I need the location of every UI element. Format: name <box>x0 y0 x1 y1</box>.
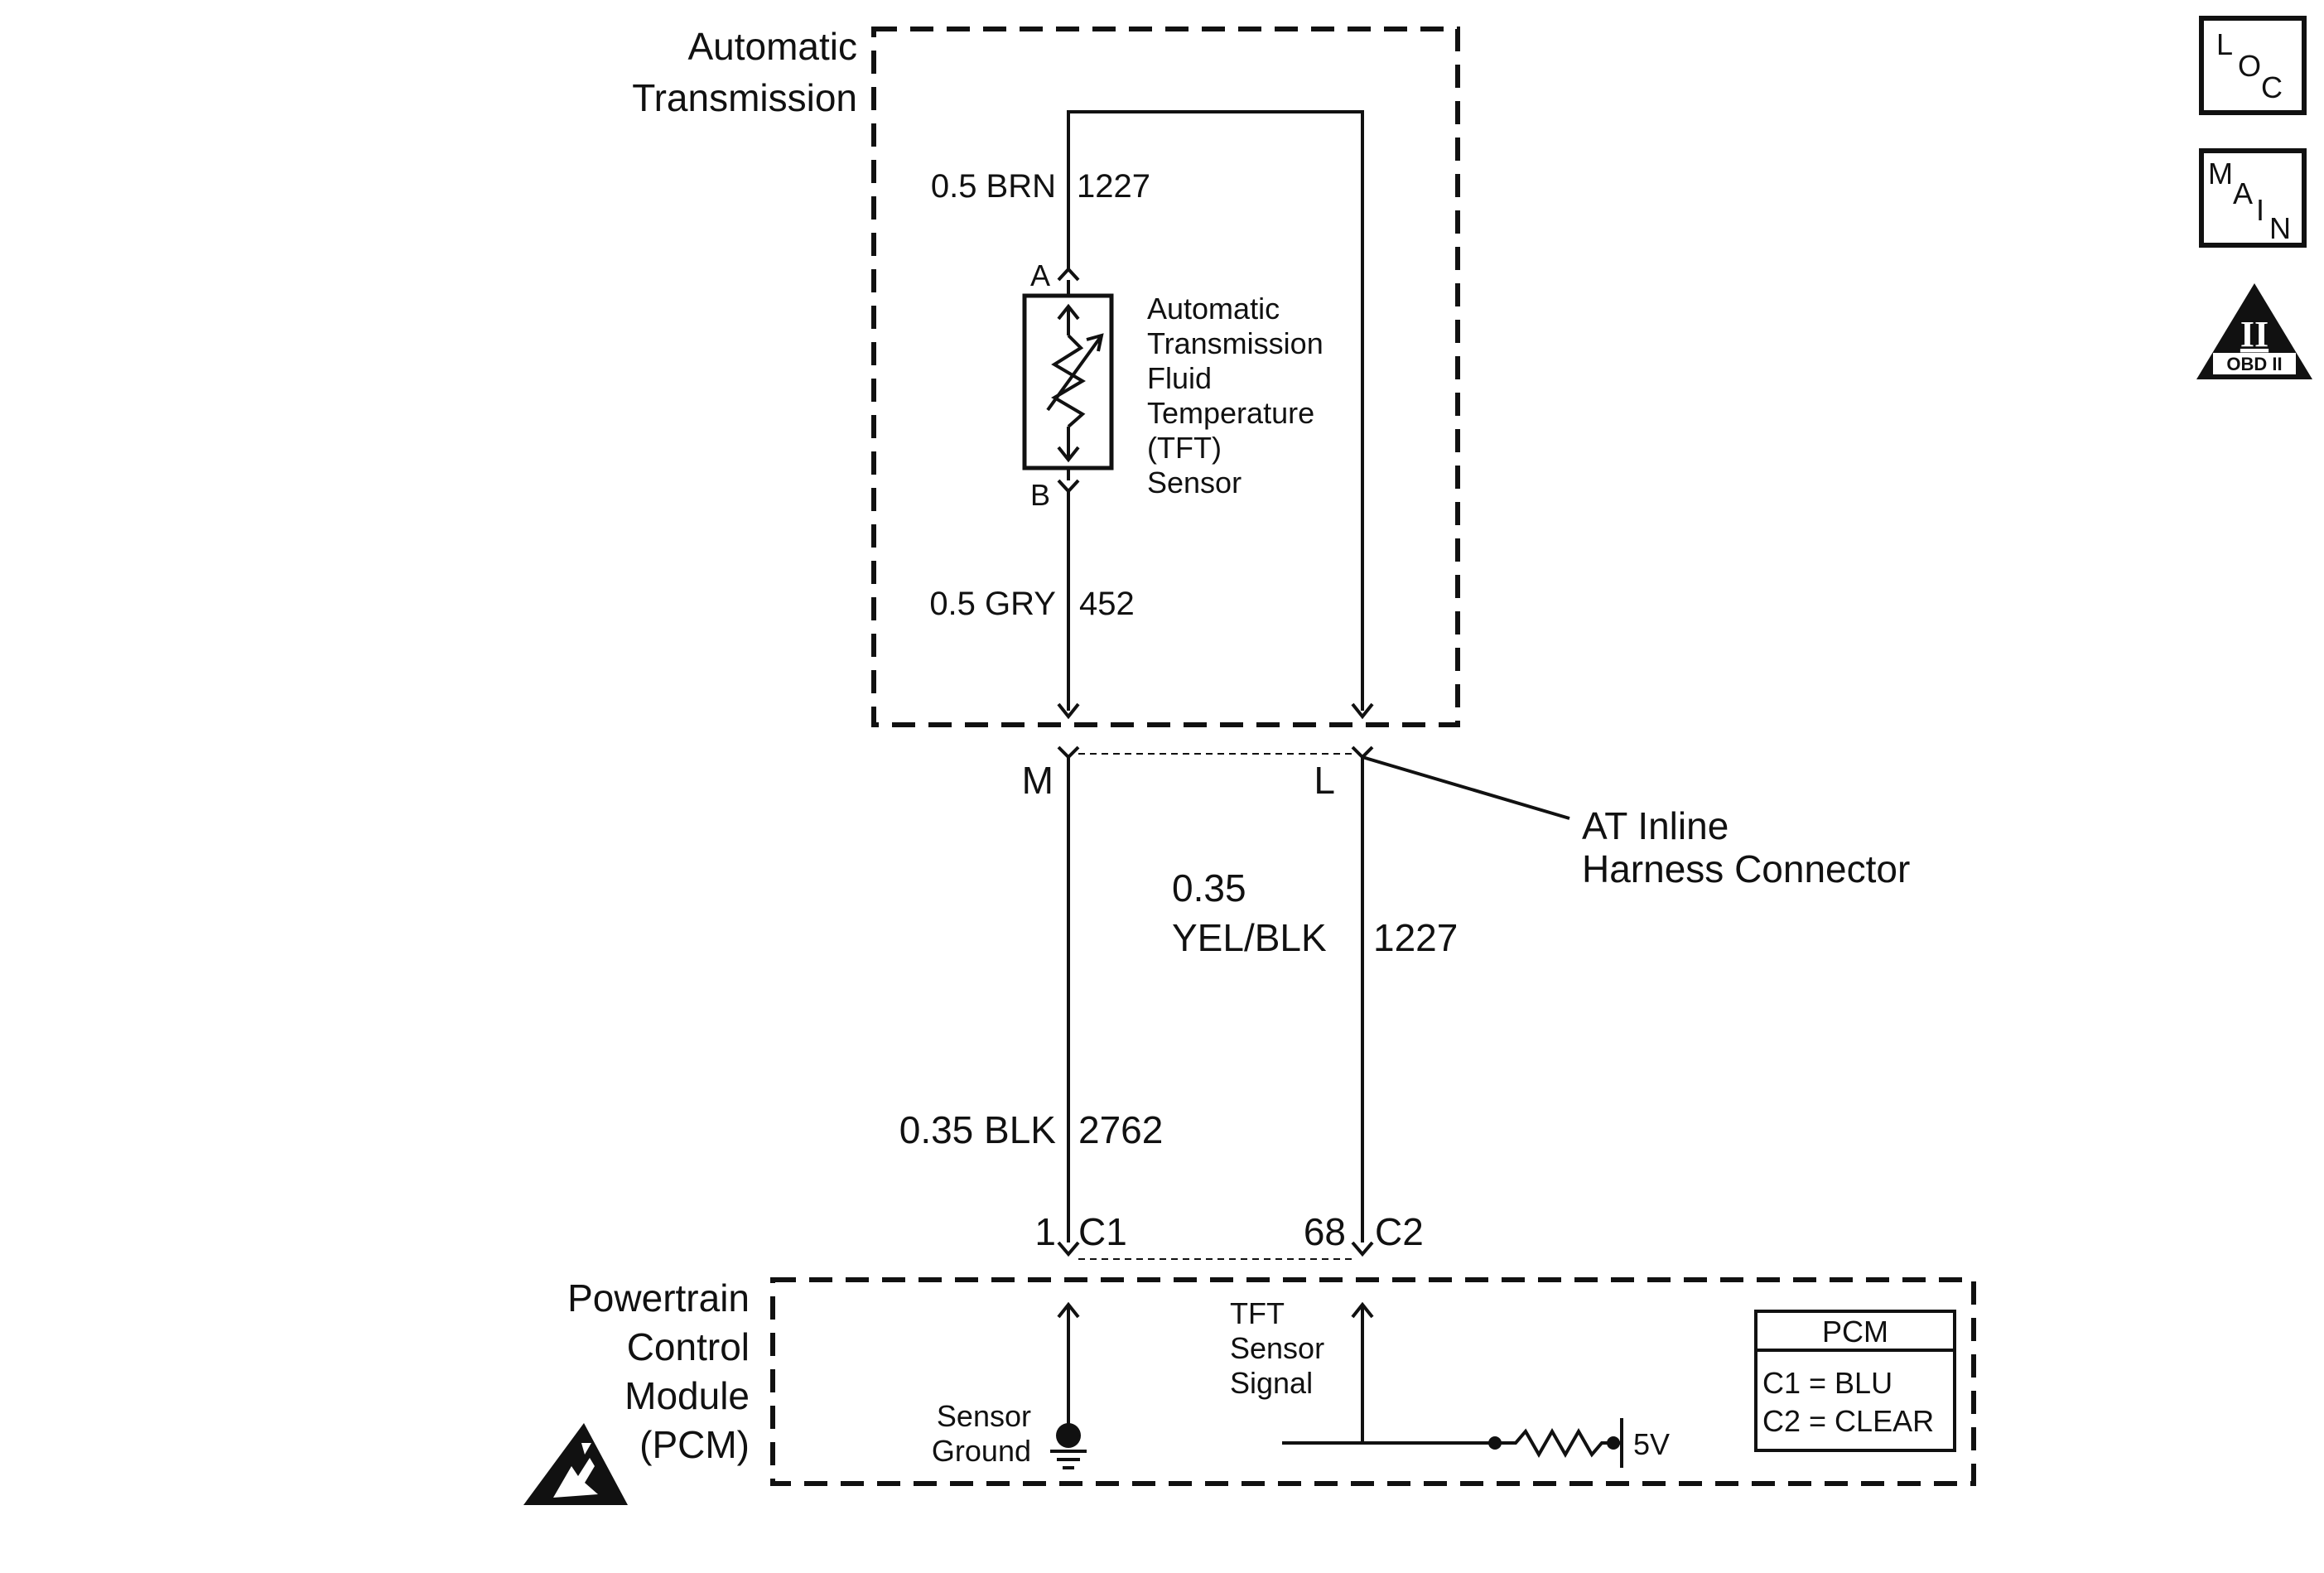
sensor-pin-a: A <box>1030 258 1050 292</box>
transmission-title-line2: Transmission <box>632 76 857 119</box>
transmission-boundary <box>871 27 1460 727</box>
loc-icon-button[interactable]: L O C <box>2199 16 2307 115</box>
pcm-title-line4: (PCM) <box>639 1423 750 1466</box>
svg-text:N: N <box>2269 211 2291 245</box>
pcm-conn-c1: C1 <box>1078 1210 1127 1253</box>
sensor-arrow-up-icon <box>1057 303 1080 335</box>
top-wire-circuit: 1227 <box>1077 168 1150 205</box>
sensor-name-line4: Temperature <box>1147 396 1314 430</box>
sensor-name-line1: Automatic <box>1147 292 1280 326</box>
pcm-title-line1: Powertrain <box>567 1276 750 1320</box>
pcm-legend-title: PCM <box>1822 1315 1888 1349</box>
obd-ii-icon[interactable]: II OBD II <box>2196 283 2312 379</box>
inline-pin-l: L <box>1314 759 1335 802</box>
svg-text:I: I <box>2256 193 2264 227</box>
variable-arrow-icon <box>1046 333 1104 412</box>
ground-node <box>1056 1423 1081 1448</box>
pcm-legend-box <box>1754 1310 1956 1452</box>
bottom-wire-circuit: 452 <box>1079 586 1135 622</box>
tft-signal-line1: TFT <box>1230 1296 1285 1330</box>
sensor-name-line2: Transmission <box>1147 326 1324 360</box>
svg-text:L: L <box>2216 27 2233 61</box>
sensor-name-line5: (TFT) <box>1147 431 1222 465</box>
pcm-title-line2: Control <box>627 1325 750 1368</box>
transmission-title-line1: Automatic <box>687 25 857 68</box>
svg-text:O: O <box>2238 49 2261 83</box>
c2-terminal <box>1351 1241 1374 1257</box>
pcm-legend-c1: C1 = BLU <box>1762 1366 1892 1400</box>
pcm-pin-68: 68 <box>1304 1210 1346 1253</box>
right-wire-color: YEL/BLK <box>1172 916 1327 959</box>
pcm-title-line3: Module <box>624 1374 750 1417</box>
pcm-boundary <box>770 1277 1976 1486</box>
left-wire-circuit: 2762 <box>1078 1108 1163 1151</box>
thermistor-icon <box>1051 334 1086 428</box>
reference-voltage: 5V <box>1633 1427 1670 1461</box>
svg-text:A: A <box>2233 176 2253 210</box>
left-wire-color: 0.35 BLK <box>899 1108 1057 1151</box>
inline-pin-m: M <box>1022 759 1054 802</box>
esd-warning-icon <box>523 1423 628 1505</box>
tft-signal-line2: Sensor <box>1230 1331 1324 1365</box>
sensor-arrow-down-icon <box>1057 427 1080 463</box>
l-upper-arrow-icon <box>1351 702 1374 720</box>
sensor-name-line6: Sensor <box>1147 466 1242 499</box>
bottom-wire-color: 0.5 GRY <box>929 586 1056 622</box>
pcm-legend-c2: C2 = CLEAR <box>1762 1404 1934 1438</box>
pin-b-terminal <box>1057 479 1080 494</box>
main-icon-button[interactable]: M A I N <box>2199 148 2307 248</box>
l-lower-terminal <box>1351 745 1374 760</box>
svg-text:M: M <box>2208 157 2233 191</box>
svg-text:II: II <box>2240 314 2269 355</box>
right-wire-gauge: 0.35 <box>1172 866 1246 910</box>
pin-a-terminal <box>1057 267 1080 282</box>
pcm-pin-1: 1 <box>1034 1210 1056 1253</box>
connector-leader-line <box>1362 755 1570 820</box>
signal-arrow-icon <box>1351 1301 1374 1319</box>
c1-terminal <box>1057 1241 1080 1257</box>
pcm-conn-c2: C2 <box>1375 1210 1424 1253</box>
sensor-pin-b: B <box>1030 478 1050 512</box>
pullup-resistor-icon <box>1495 1427 1613 1459</box>
ground-symbol-icon <box>1050 1450 1087 1469</box>
right-wire-circuit: 1227 <box>1373 916 1458 959</box>
sensor-name-line3: Fluid <box>1147 361 1212 395</box>
sensor-ground-line2: Ground <box>932 1434 1031 1468</box>
top-wire-color: 0.5 BRN <box>931 168 1056 205</box>
m-upper-arrow-icon <box>1057 702 1080 720</box>
sensor-ground-line1: Sensor <box>937 1399 1031 1433</box>
tft-signal-line3: Signal <box>1230 1366 1313 1400</box>
svg-text:OBD II: OBD II <box>2226 354 2282 374</box>
svg-text:C: C <box>2261 70 2283 104</box>
inline-connector-label-line1: AT Inline <box>1582 804 1729 847</box>
signal-loop-wire <box>1067 110 1364 711</box>
ground-arrow-icon <box>1057 1301 1080 1319</box>
m-lower-terminal <box>1057 745 1080 760</box>
inline-connector-label-line2: Harness Connector <box>1582 847 1910 890</box>
